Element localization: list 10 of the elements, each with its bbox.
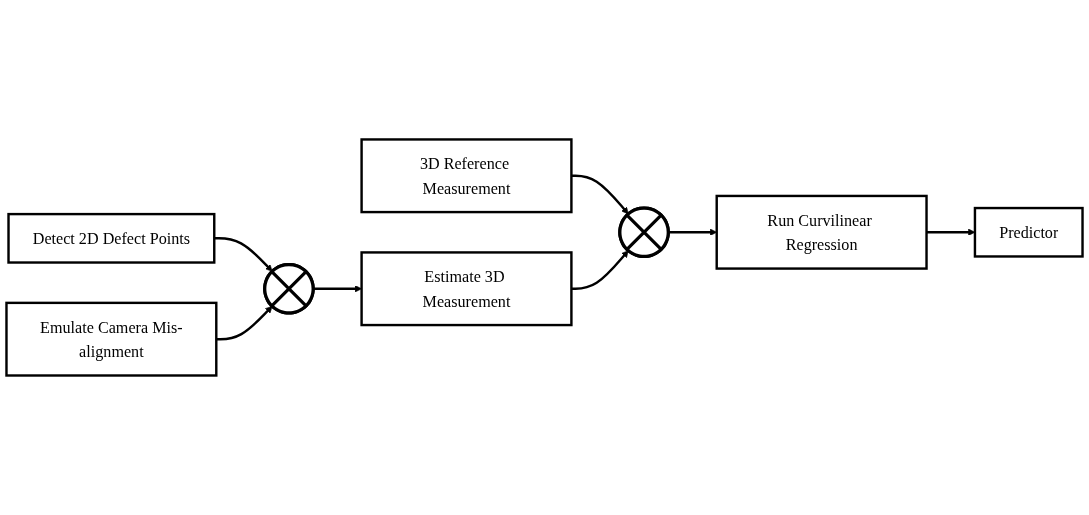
arrow <box>214 237 273 272</box>
node-box: Detect 2D Defect Points <box>7 212 216 264</box>
node-box: Predictor <box>973 206 1084 258</box>
node-box: Estimate 3D Measurement <box>360 251 573 327</box>
arrow <box>216 305 273 341</box>
arrow <box>571 250 629 290</box>
node-box: Emulate Camera Mis-alignment <box>5 301 218 377</box>
node-box: Run Curvilinear Regression <box>715 194 928 270</box>
arrow <box>571 174 629 215</box>
node-box: 3D Reference Measurement <box>360 138 573 214</box>
